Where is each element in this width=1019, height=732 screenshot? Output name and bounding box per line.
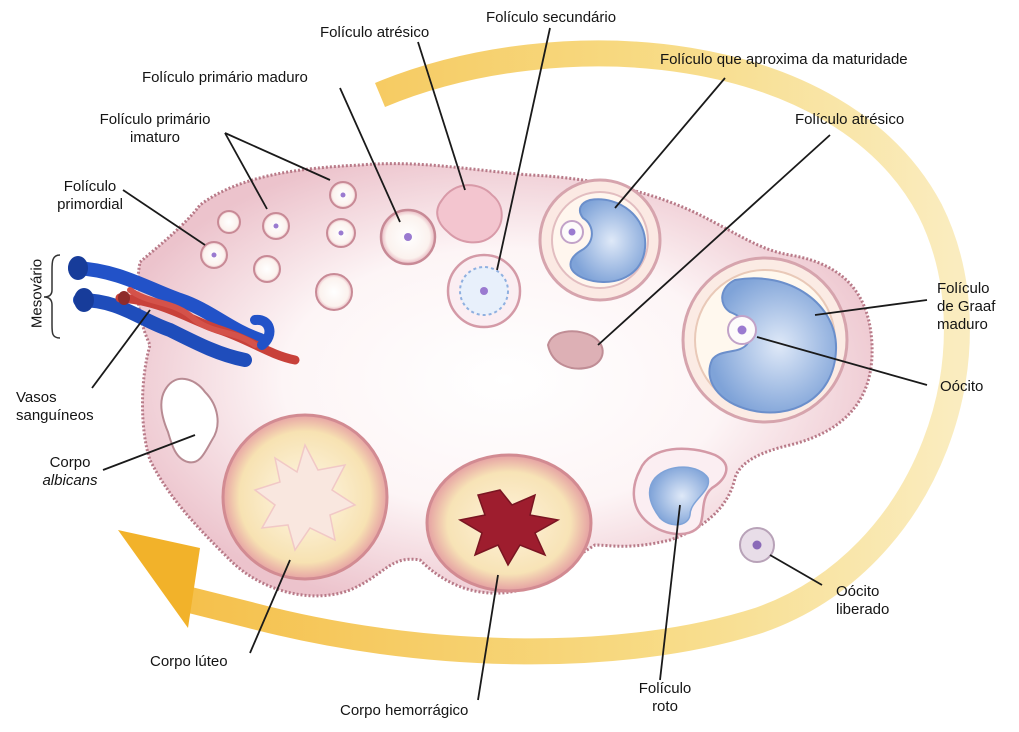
label-mesovario: Mesovário <box>29 249 46 339</box>
released-oocyte <box>740 528 774 562</box>
mature-primary-follicle <box>381 210 435 264</box>
cycle-arrowhead <box>118 530 200 628</box>
label-foliculo-primario-maduro: Folículo primário maduro <box>142 69 308 87</box>
mesovario-bracket <box>44 255 60 338</box>
label-corpo-albicans-2-text: albicans <box>42 472 97 489</box>
label-corpo-albicans-1: Corpo <box>20 454 120 472</box>
label-foliculo-graaf-2: de Graaf <box>937 298 995 316</box>
label-oocito-liberado-2: liberado <box>836 601 889 619</box>
label-foliculo-primario-imaturo-1: Folículo primário <box>70 111 240 129</box>
label-foliculo-roto-1: Folículo <box>615 680 715 698</box>
secondary-follicle <box>448 255 520 327</box>
label-foliculo-maturidade: Folículo que aproxima da maturidade <box>660 51 908 69</box>
label-corpo-luteo: Corpo lúteo <box>150 653 228 671</box>
label-oocito: Oócito <box>940 378 983 396</box>
label-foliculo-atresico-top: Folículo atrésico <box>320 24 429 42</box>
label-foliculo-primordial-1: Folículo <box>40 178 140 196</box>
label-foliculo-graaf-1: Folículo <box>937 280 990 298</box>
label-oocito-liberado-1: Oócito <box>836 583 879 601</box>
label-foliculo-graaf-3: maduro <box>937 316 988 334</box>
corpus-hemorrhagicum <box>427 455 591 591</box>
corpus-luteum <box>223 415 387 579</box>
label-corpo-albicans-2: albicans <box>20 472 120 490</box>
label-foliculo-primordial-2: primordial <box>40 196 140 214</box>
label-corpo-hemorragico: Corpo hemorrágico <box>340 702 468 720</box>
label-foliculo-primario-imaturo-2: imaturo <box>70 129 240 147</box>
label-foliculo-atresico-right: Folículo atrésico <box>795 111 904 129</box>
label-vasos-2: sanguíneos <box>16 407 94 425</box>
label-foliculo-roto-2: roto <box>615 698 715 716</box>
label-vasos-1: Vasos <box>16 389 57 407</box>
maturing-follicle <box>540 180 660 300</box>
label-foliculo-secundario: Folículo secundário <box>486 9 616 27</box>
